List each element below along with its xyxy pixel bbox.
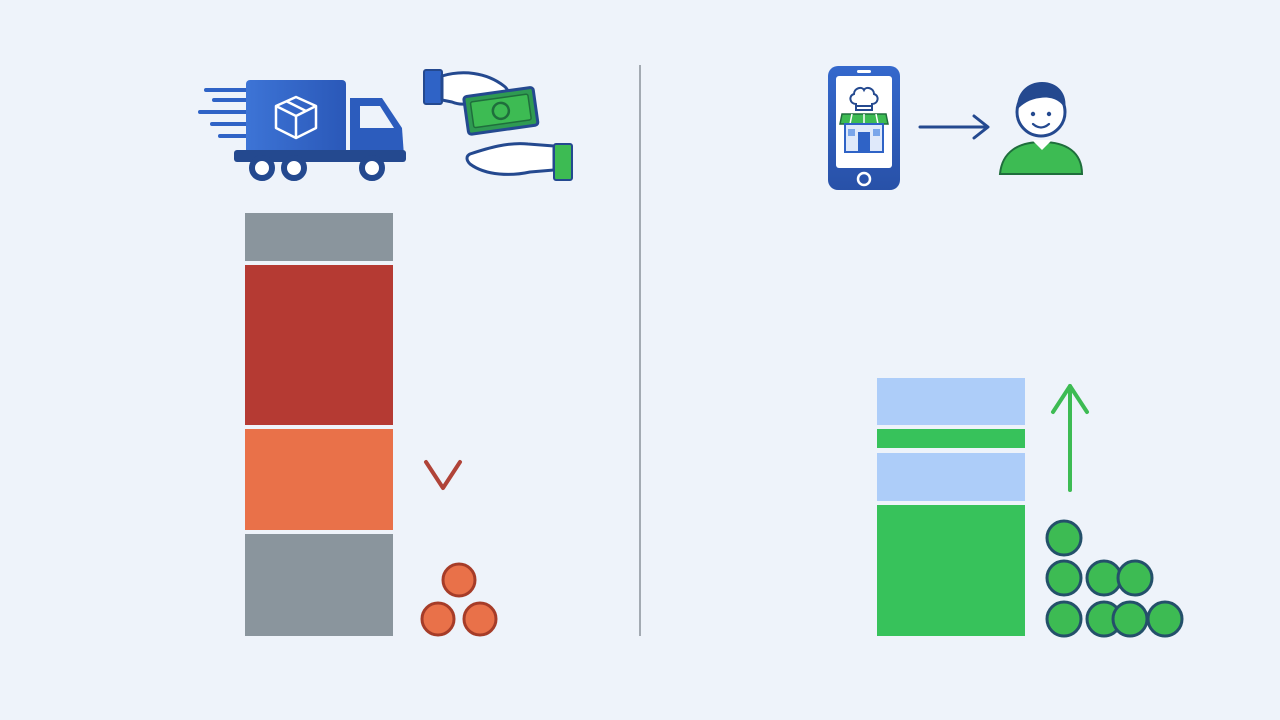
down-arrow-icon	[424, 298, 462, 490]
coin	[420, 601, 456, 637]
person-icon	[998, 82, 1084, 175]
arrow-right-icon	[918, 114, 990, 140]
left-coin-pile	[420, 562, 498, 637]
left-segment-red	[245, 265, 393, 425]
coin	[1045, 559, 1083, 597]
left-segment-bottom-gray	[245, 534, 393, 636]
coin	[1111, 600, 1149, 638]
coin	[1045, 600, 1083, 638]
right-segment-light-blue-mid	[877, 453, 1025, 501]
coin	[1085, 559, 1123, 597]
coin	[1116, 559, 1154, 597]
right-panel	[828, 66, 1184, 638]
cash-handover-icon	[423, 69, 573, 181]
left-segment-top-gray	[245, 213, 393, 261]
left-panel	[198, 69, 573, 637]
up-arrow-icon	[1051, 384, 1089, 492]
left-segment-orange	[245, 429, 393, 530]
left-stacked-bar	[245, 213, 393, 636]
coin	[441, 562, 477, 598]
coin	[1146, 600, 1184, 638]
right-stacked-bar	[877, 378, 1025, 636]
coin	[462, 601, 498, 637]
right-coin-pile	[1045, 519, 1184, 638]
right-segment-green-base	[877, 505, 1025, 636]
smartphone-shop-icon	[828, 66, 900, 190]
right-segment-light-blue-top	[877, 378, 1025, 425]
delivery-truck-icon	[198, 80, 406, 181]
coin	[1045, 519, 1083, 557]
right-segment-green-stripe	[877, 429, 1025, 448]
